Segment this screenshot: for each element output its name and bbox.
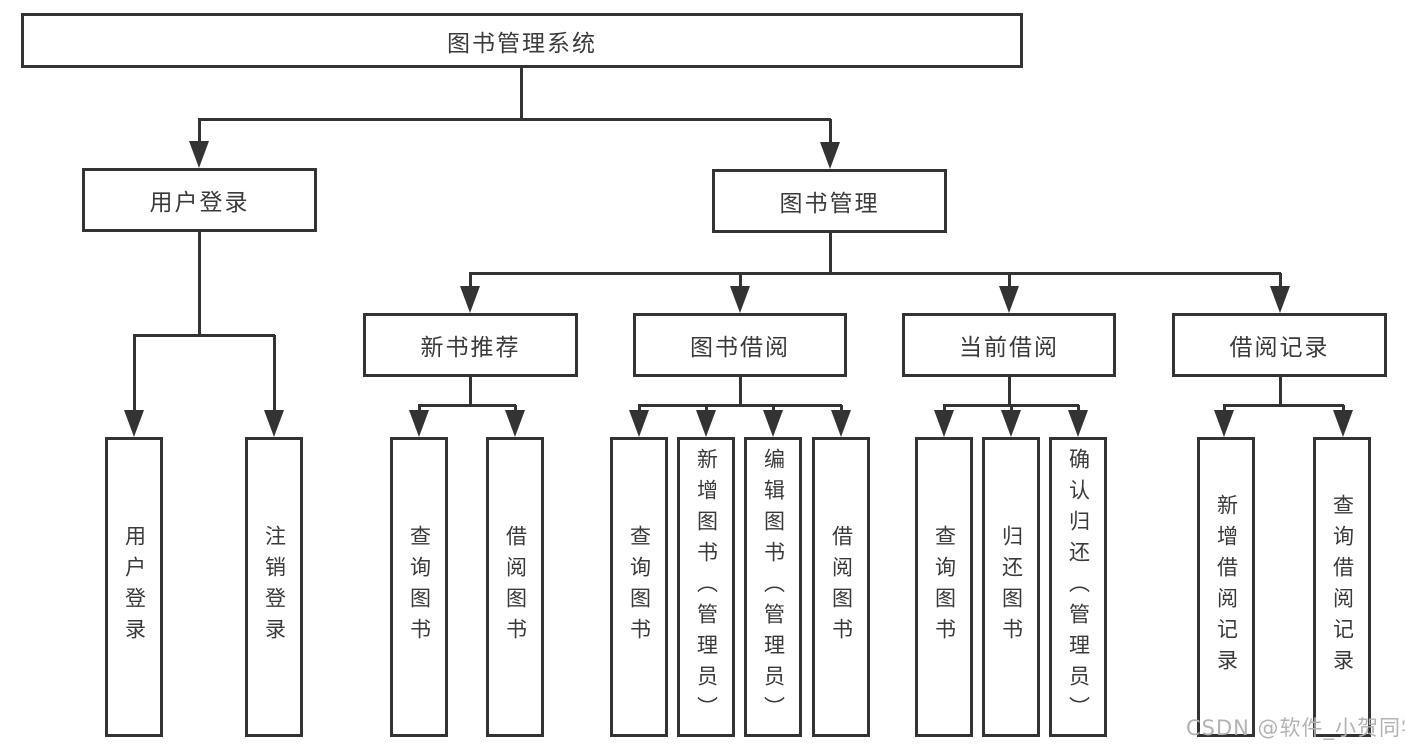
leaf-borrow-books-borrow: 借阅图书	[812, 437, 870, 737]
connector-line	[198, 118, 831, 121]
arrowhead-icon	[696, 410, 716, 437]
arrowhead-icon	[1270, 286, 1290, 313]
arrowhead-icon	[629, 410, 649, 437]
node-current-borrow: 当前借阅	[902, 313, 1116, 377]
node-new-book-recommend: 新书推荐	[363, 313, 578, 377]
connector-line	[829, 233, 832, 274]
connector-line	[638, 404, 842, 407]
arrowhead-icon	[189, 141, 209, 168]
connector-line	[469, 377, 472, 406]
leaf-query-books-recommend: 查询图书	[390, 437, 448, 737]
leaf-confirm-return-admin: 确认归还（管理员）	[1049, 437, 1107, 737]
leaf-edit-book-admin: 编辑图书（管理员）	[744, 437, 802, 737]
node-root: 图书管理系统	[21, 13, 1023, 68]
arrowhead-icon	[831, 410, 851, 437]
leaf-borrow-books-recommend: 借阅图书	[486, 437, 544, 737]
connector-line	[418, 404, 516, 407]
connector-line	[1008, 273, 1011, 291]
arrowhead-icon	[1214, 410, 1234, 437]
leaf-query-books-current: 查询图书	[915, 437, 973, 737]
leaf-add-borrow-record: 新增借阅记录	[1197, 437, 1255, 737]
node-book-management: 图书管理	[712, 169, 947, 233]
connector-line	[198, 232, 201, 336]
arrowhead-icon	[1068, 410, 1088, 437]
arrowhead-icon	[409, 410, 429, 437]
leaf-user-login: 用户登录	[105, 437, 163, 737]
leaf-query-books-borrow: 查询图书	[610, 437, 668, 737]
csdn-watermark: CSDN @软件_小贺同学	[1186, 716, 1405, 740]
leaf-logout: 注销登录	[245, 437, 303, 737]
arrowhead-icon	[460, 286, 480, 313]
connector-line	[469, 273, 472, 291]
connector-line	[133, 334, 275, 337]
connector-line	[1008, 377, 1011, 406]
arrowhead-icon	[999, 286, 1019, 313]
arrowhead-icon	[934, 410, 954, 437]
arrowhead-icon	[124, 410, 144, 437]
connector-line	[520, 68, 523, 120]
arrowhead-icon	[763, 410, 783, 437]
arrowhead-icon	[820, 142, 840, 169]
connector-line	[739, 377, 742, 406]
connector-line	[829, 119, 832, 147]
arrowhead-icon	[264, 410, 284, 437]
connector-line	[273, 335, 276, 415]
arrowhead-icon	[1333, 410, 1353, 437]
connector-line	[1279, 273, 1282, 291]
arrowhead-icon	[1001, 410, 1021, 437]
leaf-query-borrow-record: 查询借阅记录	[1313, 437, 1371, 737]
connector-line	[739, 273, 742, 291]
node-borrow-records: 借阅记录	[1172, 313, 1387, 377]
connector-line	[469, 272, 1281, 275]
arrowhead-icon	[505, 410, 525, 437]
connector-line	[133, 335, 136, 415]
leaf-return-book: 归还图书	[982, 437, 1040, 737]
node-user-login: 用户登录	[82, 168, 317, 232]
node-book-borrow: 图书借阅	[633, 313, 847, 377]
connector-line	[1223, 404, 1344, 407]
leaf-add-book-admin: 新增图书（管理员）	[677, 437, 735, 737]
connector-line	[198, 119, 201, 146]
connector-line	[1279, 377, 1282, 406]
arrowhead-icon	[730, 286, 750, 313]
